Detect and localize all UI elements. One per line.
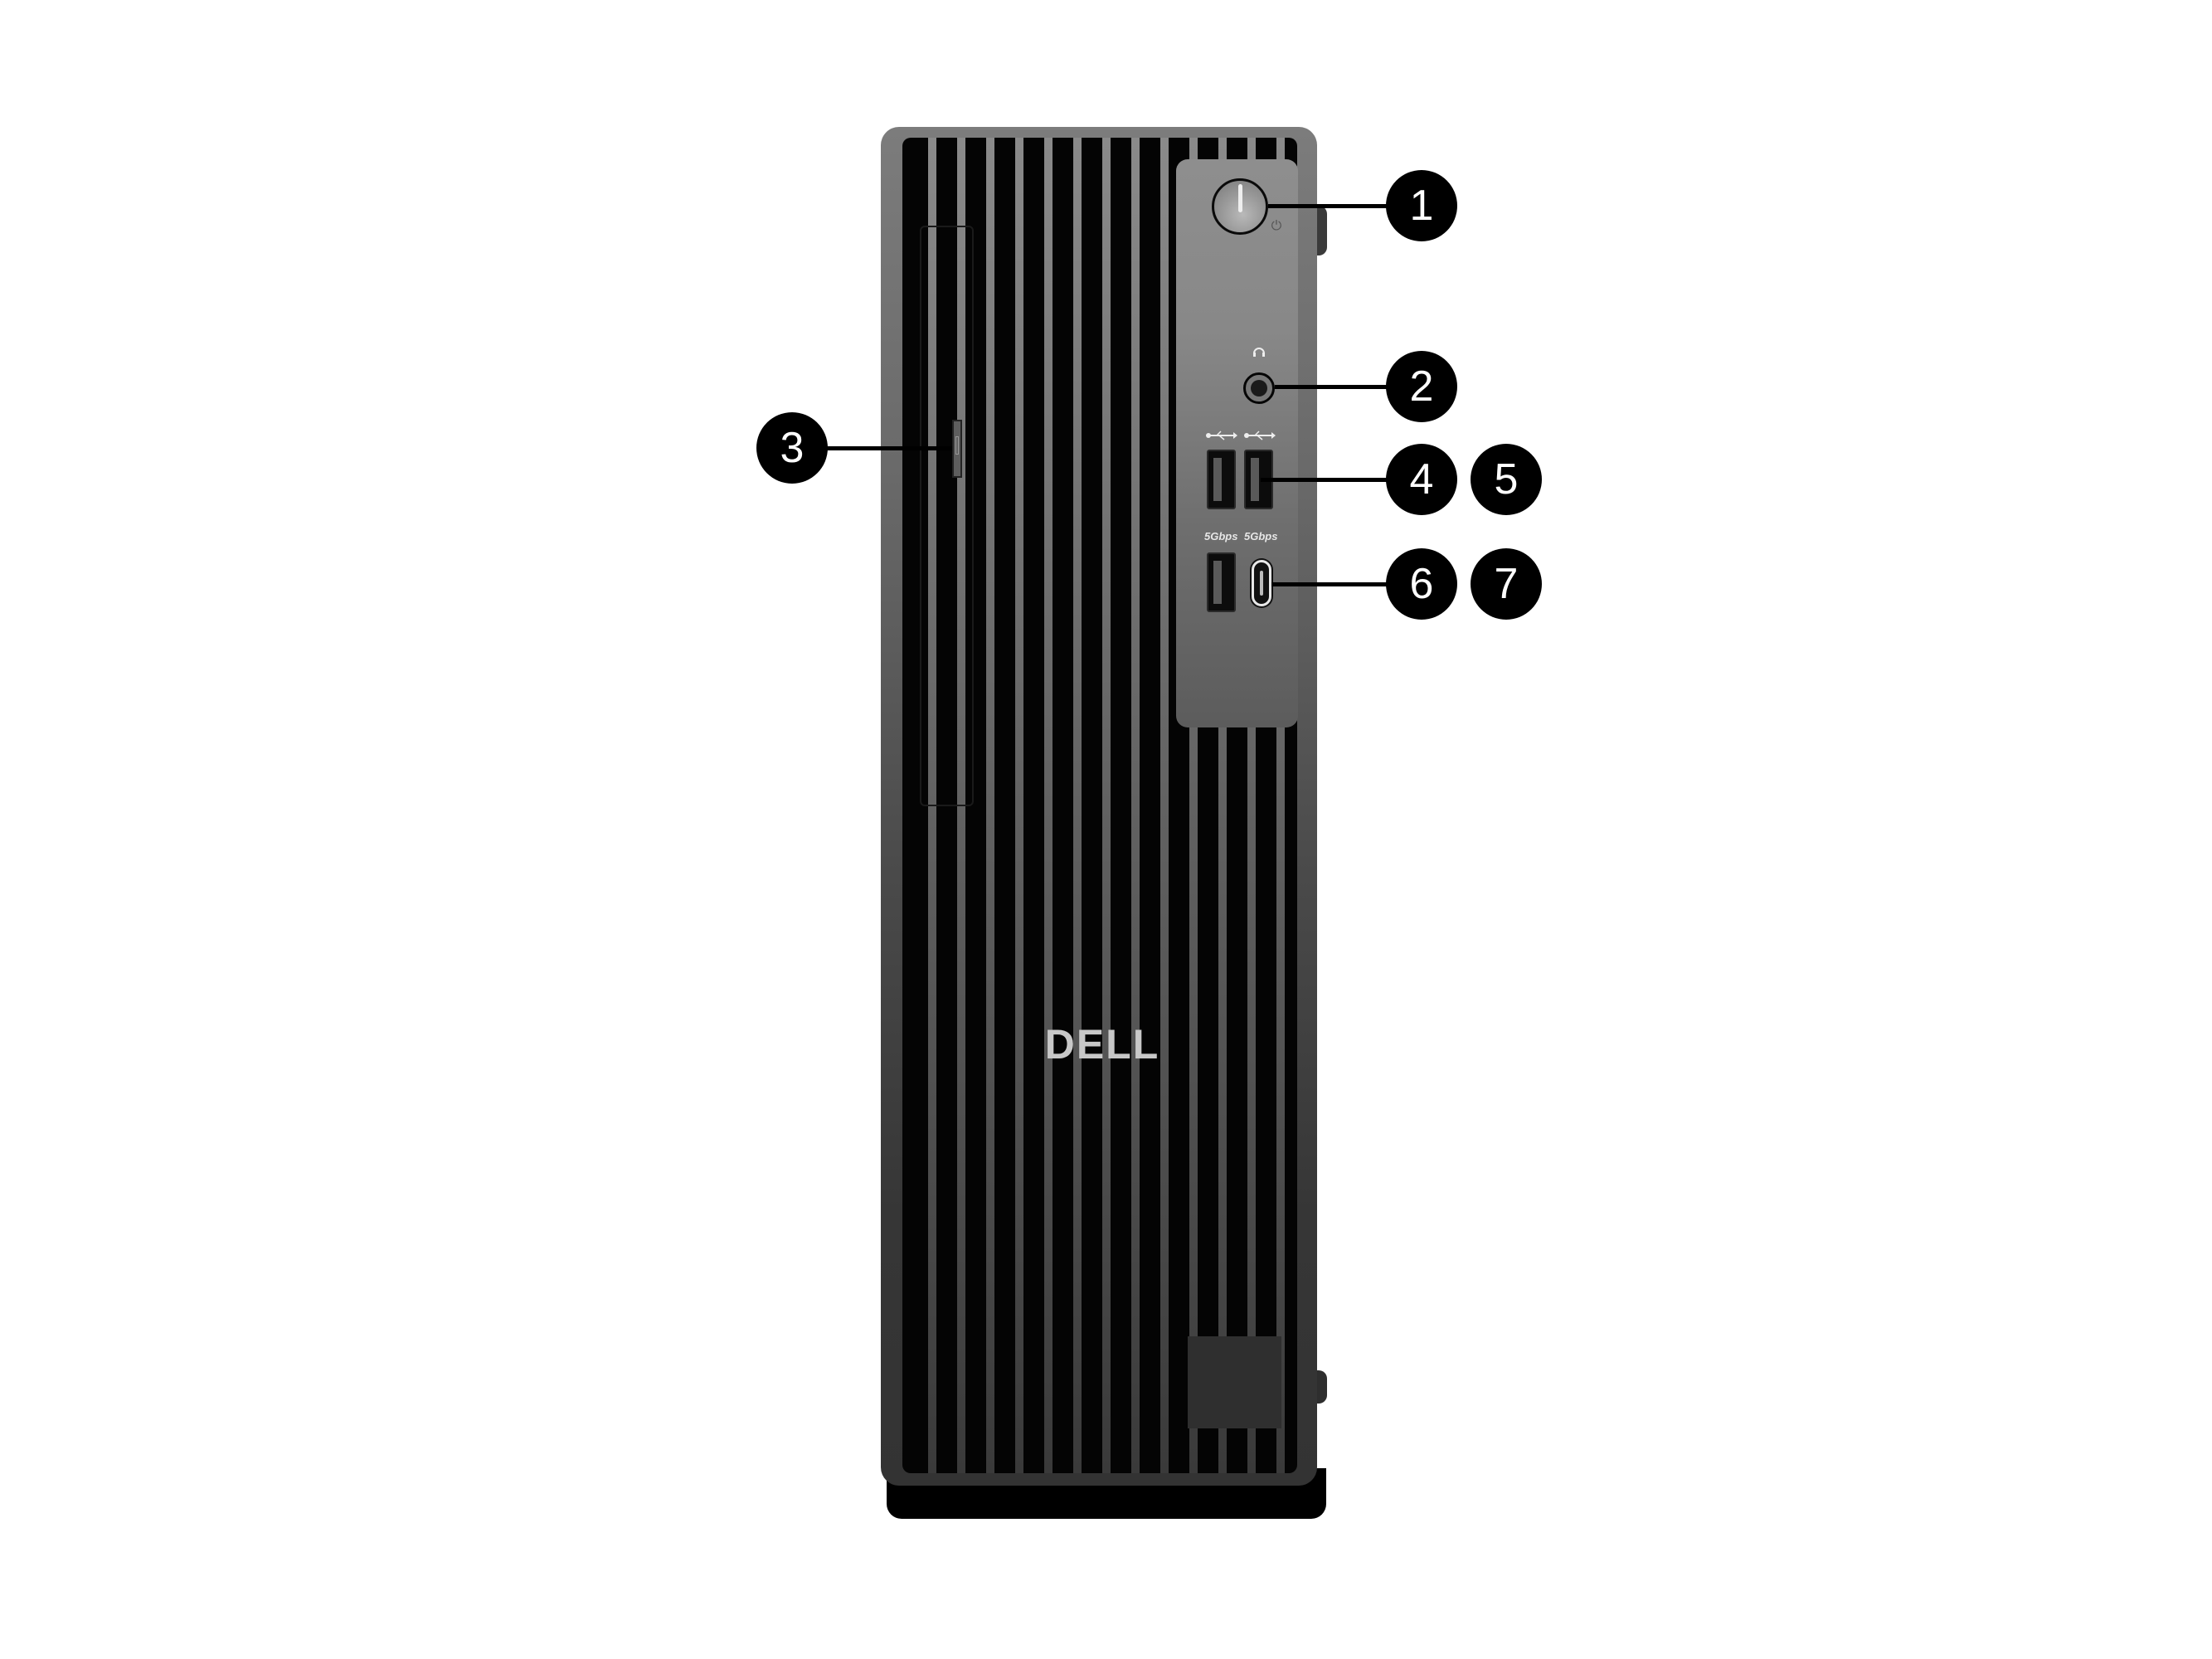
- power-icon: ⏻: [1271, 219, 1282, 233]
- dell-logo: DELL: [1044, 1021, 1160, 1068]
- grille-fin: [1247, 138, 1256, 1473]
- optical-drive-bay: [920, 226, 974, 806]
- grille-fin: [1044, 138, 1053, 1473]
- optical-drive-eject-button[interactable]: [952, 420, 962, 478]
- power-led-indicator: [1238, 184, 1242, 212]
- leader-line-3: [821, 446, 952, 450]
- usb-tongue: [1213, 458, 1222, 501]
- usb-icon: [1204, 430, 1237, 441]
- front-io-panel: [1176, 159, 1298, 727]
- callout-5: 5: [1471, 444, 1542, 515]
- grille-fin: [1160, 138, 1169, 1473]
- callout-7: 7: [1471, 548, 1542, 620]
- callout-2: 2: [1386, 351, 1457, 422]
- usb-a-port-6[interactable]: [1207, 552, 1236, 612]
- grille-fin: [1102, 138, 1111, 1473]
- usb-tongue: [1213, 561, 1222, 604]
- side-clip-top: [1317, 206, 1327, 255]
- callout-1: 1: [1386, 170, 1457, 241]
- grille-fin: [986, 138, 994, 1473]
- grille-fin: [1073, 138, 1082, 1473]
- grille-fin: [1015, 138, 1023, 1473]
- leader-line-1: [1268, 204, 1401, 208]
- usb-icon: [1242, 430, 1276, 441]
- speed-label-5gbps: 5Gbps: [1204, 530, 1238, 542]
- grille-fin: [1189, 138, 1198, 1473]
- usb-c-port-7[interactable]: [1252, 560, 1271, 606]
- leader-line-6: [1271, 582, 1402, 586]
- side-clip-bottom: [1317, 1370, 1327, 1404]
- service-tag-area: [1188, 1336, 1281, 1428]
- usb-c-tongue: [1260, 571, 1263, 596]
- speed-label-5gbps: 5Gbps: [1244, 530, 1278, 542]
- headset-icon: [1251, 343, 1267, 360]
- audio-jack-opening: [1251, 380, 1267, 397]
- grille-fin: [1276, 138, 1285, 1473]
- eject-button-mark: [955, 436, 959, 455]
- leader-line-4: [1261, 478, 1402, 482]
- universal-audio-jack[interactable]: [1243, 372, 1275, 404]
- leader-line-2: [1275, 385, 1401, 389]
- callout-4: 4: [1386, 444, 1457, 515]
- usb-tongue: [1251, 458, 1259, 501]
- grille-fin: [1131, 138, 1140, 1473]
- usb-a-port-4[interactable]: [1207, 450, 1236, 509]
- callout-3: 3: [756, 412, 828, 484]
- callout-6: 6: [1386, 548, 1457, 620]
- grille-fin: [1218, 138, 1227, 1473]
